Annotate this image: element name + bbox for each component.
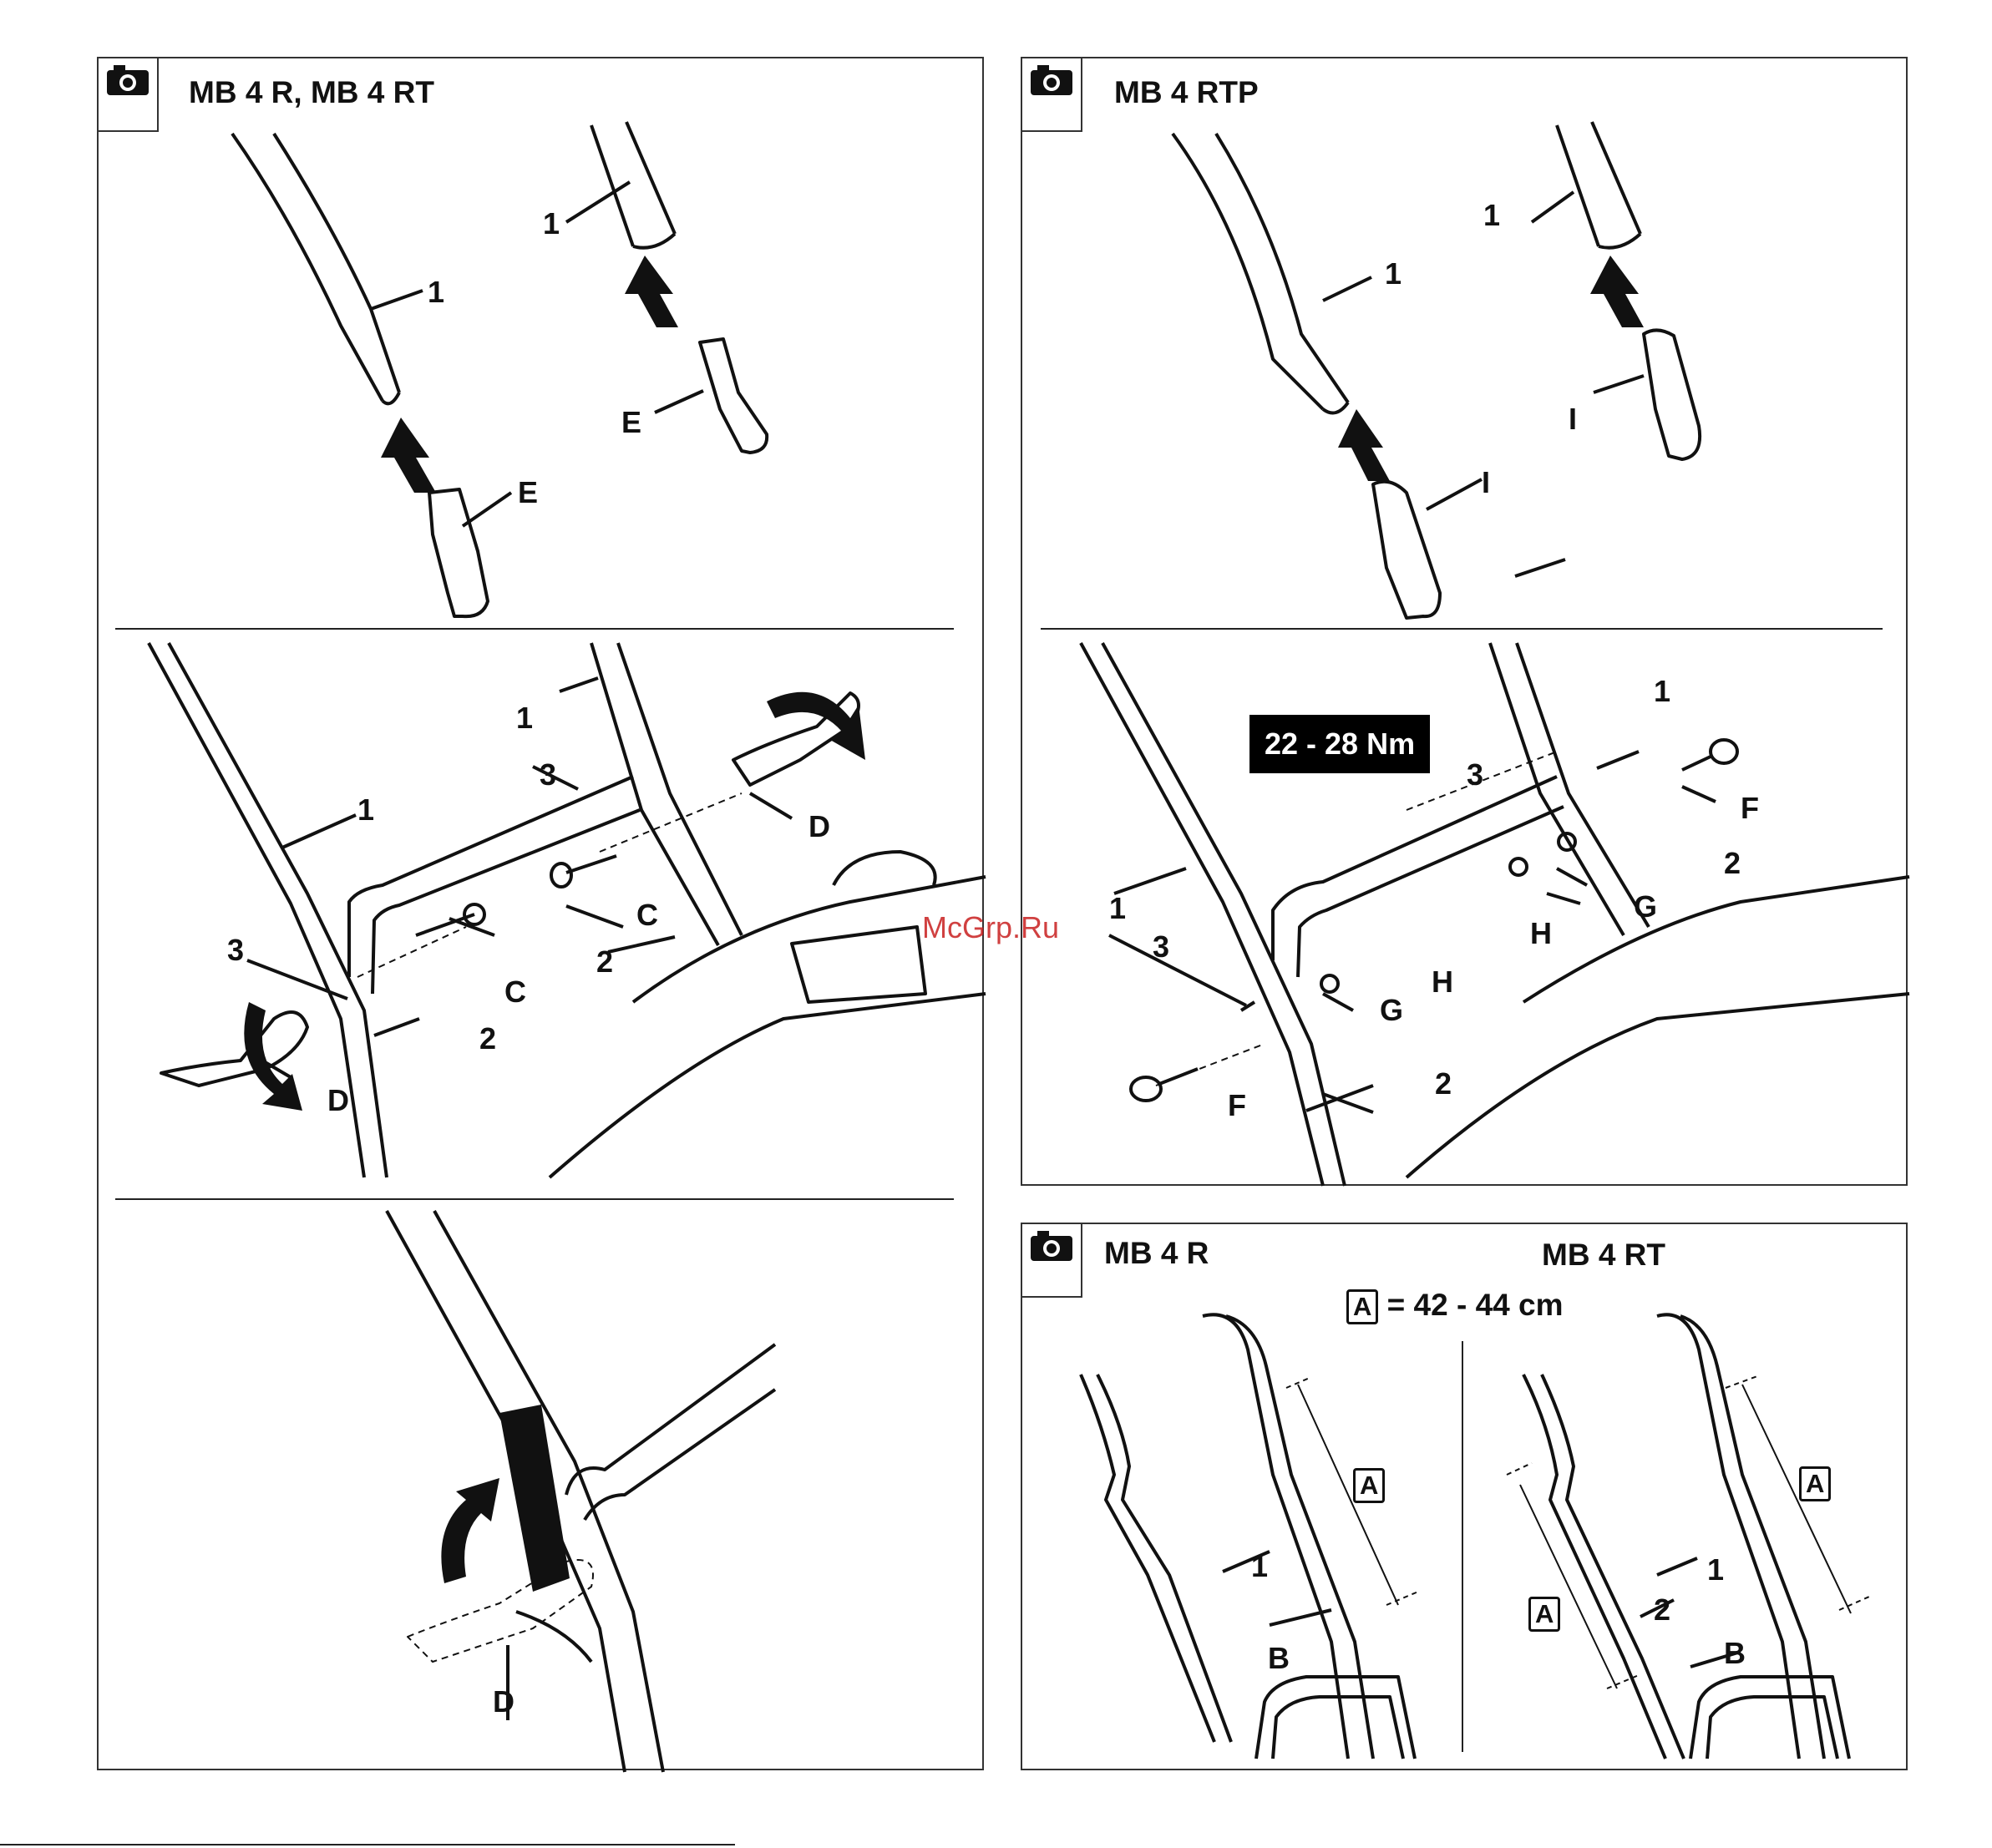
callout-label: 2 bbox=[1435, 1069, 1452, 1099]
callout-label: 1 bbox=[1707, 1555, 1724, 1585]
callout-label: I bbox=[1569, 404, 1577, 434]
callout-label: 1 bbox=[1251, 1552, 1268, 1582]
callout-label: 1 bbox=[1109, 894, 1126, 924]
callout-label: C bbox=[504, 977, 526, 1007]
rtp-handle-illustration bbox=[1022, 58, 1909, 1187]
measure-label: A bbox=[1353, 1468, 1385, 1503]
callout-label: B bbox=[1268, 1643, 1290, 1673]
callout-label: 2 bbox=[479, 1024, 496, 1054]
callout-label: 3 bbox=[1153, 932, 1169, 962]
callout-label: H bbox=[1530, 919, 1552, 949]
watermark: McGrp.Ru bbox=[922, 910, 1059, 945]
footer-rule bbox=[0, 1844, 735, 1845]
callout-label: I bbox=[1482, 468, 1490, 498]
measure-label: A bbox=[1799, 1466, 1831, 1501]
callout-label: G bbox=[1634, 892, 1657, 922]
arrow-up-icon bbox=[1338, 409, 1390, 481]
callout-label: E bbox=[518, 478, 538, 508]
callout-label: 1 bbox=[357, 795, 374, 825]
handle-assembly-illustration bbox=[99, 58, 986, 1772]
callout-label: 3 bbox=[227, 935, 244, 965]
callout-label: B bbox=[1724, 1638, 1746, 1668]
arrow-up-icon bbox=[1590, 256, 1644, 327]
arrow-up-icon bbox=[381, 418, 436, 493]
callout-label: 2 bbox=[1724, 848, 1741, 878]
callout-label: C bbox=[636, 900, 658, 930]
arrow-up-icon bbox=[625, 256, 678, 327]
callout-label: 2 bbox=[596, 947, 613, 977]
callout-label: 1 bbox=[516, 703, 533, 733]
callout-label: 3 bbox=[1467, 760, 1483, 790]
height-adjust-illustration bbox=[1022, 1224, 1909, 1772]
left-panel: MB 4 R, MB 4 RT bbox=[97, 57, 984, 1770]
callout-label: 1 bbox=[428, 277, 444, 307]
callout-label: 3 bbox=[540, 760, 556, 790]
callout-label: E bbox=[621, 408, 641, 438]
callout-label: 2 bbox=[1654, 1595, 1670, 1625]
right-bottom-panel: MB 4 R MB 4 RT A = 42 - 44 cm bbox=[1021, 1223, 1908, 1770]
callout-label: G bbox=[1380, 995, 1403, 1025]
right-top-panel: MB 4 RTP bbox=[1021, 57, 1908, 1186]
callout-label: F bbox=[1228, 1091, 1246, 1121]
callout-label: 1 bbox=[1654, 676, 1670, 706]
rotate-arrow-icon bbox=[441, 1478, 499, 1583]
callout-label: D bbox=[327, 1086, 349, 1116]
callout-label: H bbox=[1432, 967, 1453, 997]
callout-label: D bbox=[808, 812, 830, 842]
callout-label: F bbox=[1741, 793, 1759, 823]
callout-label: D bbox=[493, 1687, 514, 1717]
callout-label: 1 bbox=[1483, 200, 1500, 230]
torque-spec: 22 - 28 Nm bbox=[1249, 715, 1430, 773]
callout-label: 1 bbox=[1385, 259, 1401, 289]
callout-label: 1 bbox=[543, 209, 560, 239]
measure-label: A bbox=[1528, 1597, 1560, 1632]
